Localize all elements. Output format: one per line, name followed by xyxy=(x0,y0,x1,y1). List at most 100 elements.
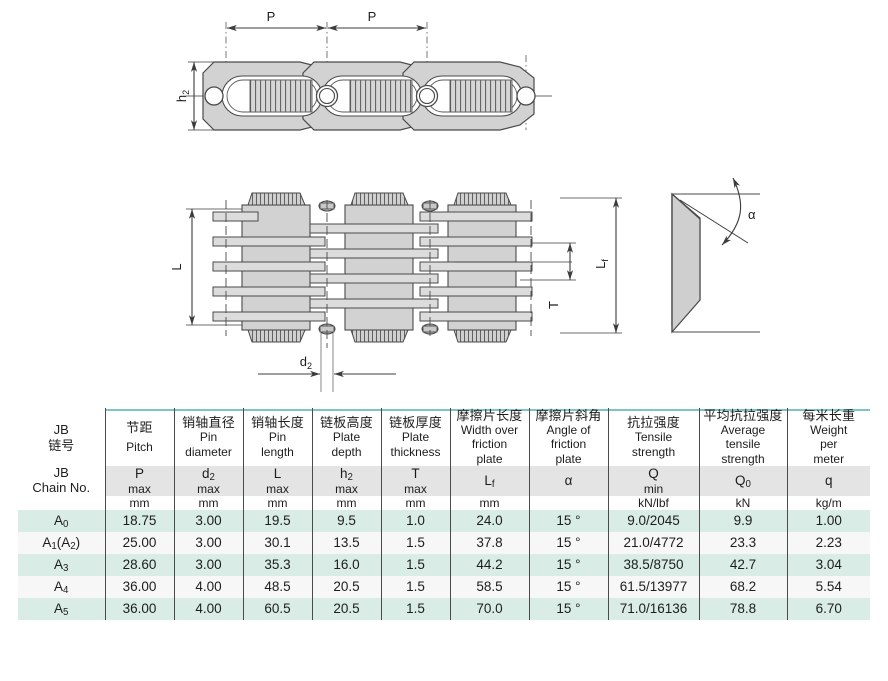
header-wofp-en-3: plate xyxy=(476,451,503,466)
cell-chain-no: A1(A2) xyxy=(18,532,106,555)
symbol-weight-value: q xyxy=(824,472,833,488)
header-plate-thickness-en-2: thickness xyxy=(390,444,441,459)
header-plate-depth-en-2: depth xyxy=(331,444,362,459)
cell-tensile_strength: 9.0/2045 xyxy=(607,510,700,533)
cell-pitch: 25.00 xyxy=(104,532,175,555)
symbol-plate-thickness: T max xyxy=(380,465,451,496)
cell-width_over_friction_plate: 44.2 xyxy=(449,554,530,577)
cell-pin_diameter: 4.00 xyxy=(173,598,244,621)
cell-plate_depth: 16.0 xyxy=(311,554,382,577)
cell-weight_per_meter: 3.04 xyxy=(786,554,870,577)
cell-pin_diameter: 3.00 xyxy=(173,532,244,555)
header-tensile-strength: 抗拉强度 Tensile strength xyxy=(607,408,700,466)
cell-pin_diameter: 4.00 xyxy=(173,576,244,599)
cell-plate_thickness: 1.5 xyxy=(380,598,451,621)
cell-angle_of_friction_plate: 15 ° xyxy=(528,554,609,577)
header-weight-en-1: Weight xyxy=(810,423,848,438)
cell-plate_thickness: 1.5 xyxy=(380,576,451,599)
header-weight-en-3: meter xyxy=(813,451,845,466)
cell-plate_depth: 20.5 xyxy=(311,576,382,599)
header-avg-tensile-cn: 平均抗拉强度 xyxy=(703,408,783,423)
table-header-symbols-row: P max d2 max L max h2 max T max Lf xyxy=(18,465,870,496)
header-wofp-en-2: friction xyxy=(471,437,508,452)
header-jb-en: JB xyxy=(53,465,69,481)
header-chain-no-en: Chain No. xyxy=(32,480,91,496)
cell-chain-no: A0 xyxy=(18,510,106,533)
angle-detail-view: α xyxy=(671,177,760,334)
friction-plate-width-dim-label: Lf xyxy=(593,259,610,269)
plate-thickness-dim-label: T xyxy=(546,301,561,309)
header-tensile-cn: 抗拉强度 xyxy=(627,415,680,431)
header-pin-length-en-2: length xyxy=(261,444,294,459)
header-pitch: 节距 Pitch xyxy=(104,408,175,466)
symbol-plate-depth-qual: max xyxy=(335,481,358,496)
cell-width_over_friction_plate: 70.0 xyxy=(449,598,530,621)
cell-weight_per_meter: 1.00 xyxy=(786,510,870,533)
cell-plate_thickness: 1.0 xyxy=(380,510,451,533)
header-plate-thickness: 链板厚度 Plate thickness xyxy=(380,408,451,466)
cell-pin_diameter: 3.00 xyxy=(173,510,244,533)
plate-depth-dim-label: h2 xyxy=(174,90,191,102)
cell-pitch: 36.00 xyxy=(104,598,175,621)
unit-plate-thickness: mm xyxy=(380,495,451,511)
symbol-plate-depth-value: h2 xyxy=(340,465,353,484)
pitch-dim-2-label: P xyxy=(368,9,377,24)
pin-length-dim-label: L xyxy=(169,263,184,270)
angle-arc xyxy=(721,177,742,246)
friction-angle-dim-label: α xyxy=(748,207,756,222)
chain-specification-table: JB 链号 JB Chain No. 节距 Pitch 销轴直径 Pin dia… xyxy=(18,408,870,621)
symbol-tensile-value: Q xyxy=(648,465,659,481)
cell-tensile_strength: 71.0/16136 xyxy=(607,598,700,621)
symbol-plate-thickness-value: T xyxy=(411,465,420,481)
symbol-pin-length-value: L xyxy=(273,465,282,481)
cell-tensile_strength: 61.5/13977 xyxy=(607,576,700,599)
cell-plate_depth: 13.5 xyxy=(311,532,382,555)
cell-angle_of_friction_plate: 15 ° xyxy=(528,532,609,555)
header-width-over-friction-plate: 摩擦片长度 Width over friction plate xyxy=(449,408,530,466)
header-tensile-en-1: Tensile xyxy=(634,430,673,445)
header-plate-depth-en-1: Plate xyxy=(332,430,361,445)
header-plate-thickness-en-1: Plate xyxy=(401,430,430,445)
technical-drawing-area: P P h2 xyxy=(169,9,760,392)
cell-chain-no: A5 xyxy=(18,598,106,621)
cell-angle_of_friction_plate: 15 ° xyxy=(528,510,609,533)
symbol-aofp-value: α xyxy=(564,472,573,488)
header-pin-diameter-cn: 销轴直径 xyxy=(182,415,235,431)
header-pin-diameter-en-1: Pin xyxy=(199,430,218,445)
symbol-pitch: P max xyxy=(105,465,175,496)
cell-plate_thickness: 1.5 xyxy=(380,532,451,555)
cell-plate_depth: 9.5 xyxy=(311,510,382,533)
header-aofp-en-2: friction xyxy=(550,437,587,452)
header-aofp-cn: 摩擦片斜角 xyxy=(535,408,602,423)
unit-average-tensile-strength: kN xyxy=(698,495,788,511)
cell-pin_length: 60.5 xyxy=(242,598,313,621)
header-pitch-cn: 节距 xyxy=(126,419,153,435)
header-pin-length: 销轴长度 Pin length xyxy=(242,408,313,466)
spec-table-container: JB 链号 JB Chain No. 节距 Pitch 销轴直径 Pin dia… xyxy=(18,408,870,621)
header-pin-length-en-1: Pin xyxy=(268,430,287,445)
header-tensile-en-2: strength xyxy=(631,444,676,459)
unit-plate-depth: mm xyxy=(311,495,382,511)
header-pin-diameter: 销轴直径 Pin diameter xyxy=(173,408,244,466)
unit-pitch: mm xyxy=(105,495,175,511)
symbol-pitch-qual: max xyxy=(128,481,151,496)
friction-pad-windows xyxy=(221,75,523,117)
symbol-pitch-value: P xyxy=(134,465,144,481)
table-header-names-row: JB 链号 JB Chain No. 节距 Pitch 销轴直径 Pin dia… xyxy=(18,408,870,511)
symbol-avg-tensile-value: Q0 xyxy=(735,472,751,491)
symbol-pin-length: L max xyxy=(242,465,313,496)
cell-pin_length: 19.5 xyxy=(242,510,313,533)
cell-tensile_strength: 21.0/4772 xyxy=(607,532,700,555)
symbol-weight-per-meter: q xyxy=(786,465,870,496)
cell-average_tensile_strength: 78.8 xyxy=(698,598,788,621)
header-avg-tensile-en-1: Average xyxy=(720,423,766,438)
header-avg-tensile-en-2: tensile xyxy=(725,437,761,452)
cell-pitch: 36.00 xyxy=(104,576,175,599)
unit-weight-per-meter: kg/m xyxy=(786,495,870,511)
unit-width-over-friction-plate: mm xyxy=(449,495,530,511)
cell-average_tensile_strength: 68.2 xyxy=(698,576,788,599)
cell-pitch: 18.75 xyxy=(104,510,175,533)
symbol-wofp-value: Lf xyxy=(484,472,495,491)
